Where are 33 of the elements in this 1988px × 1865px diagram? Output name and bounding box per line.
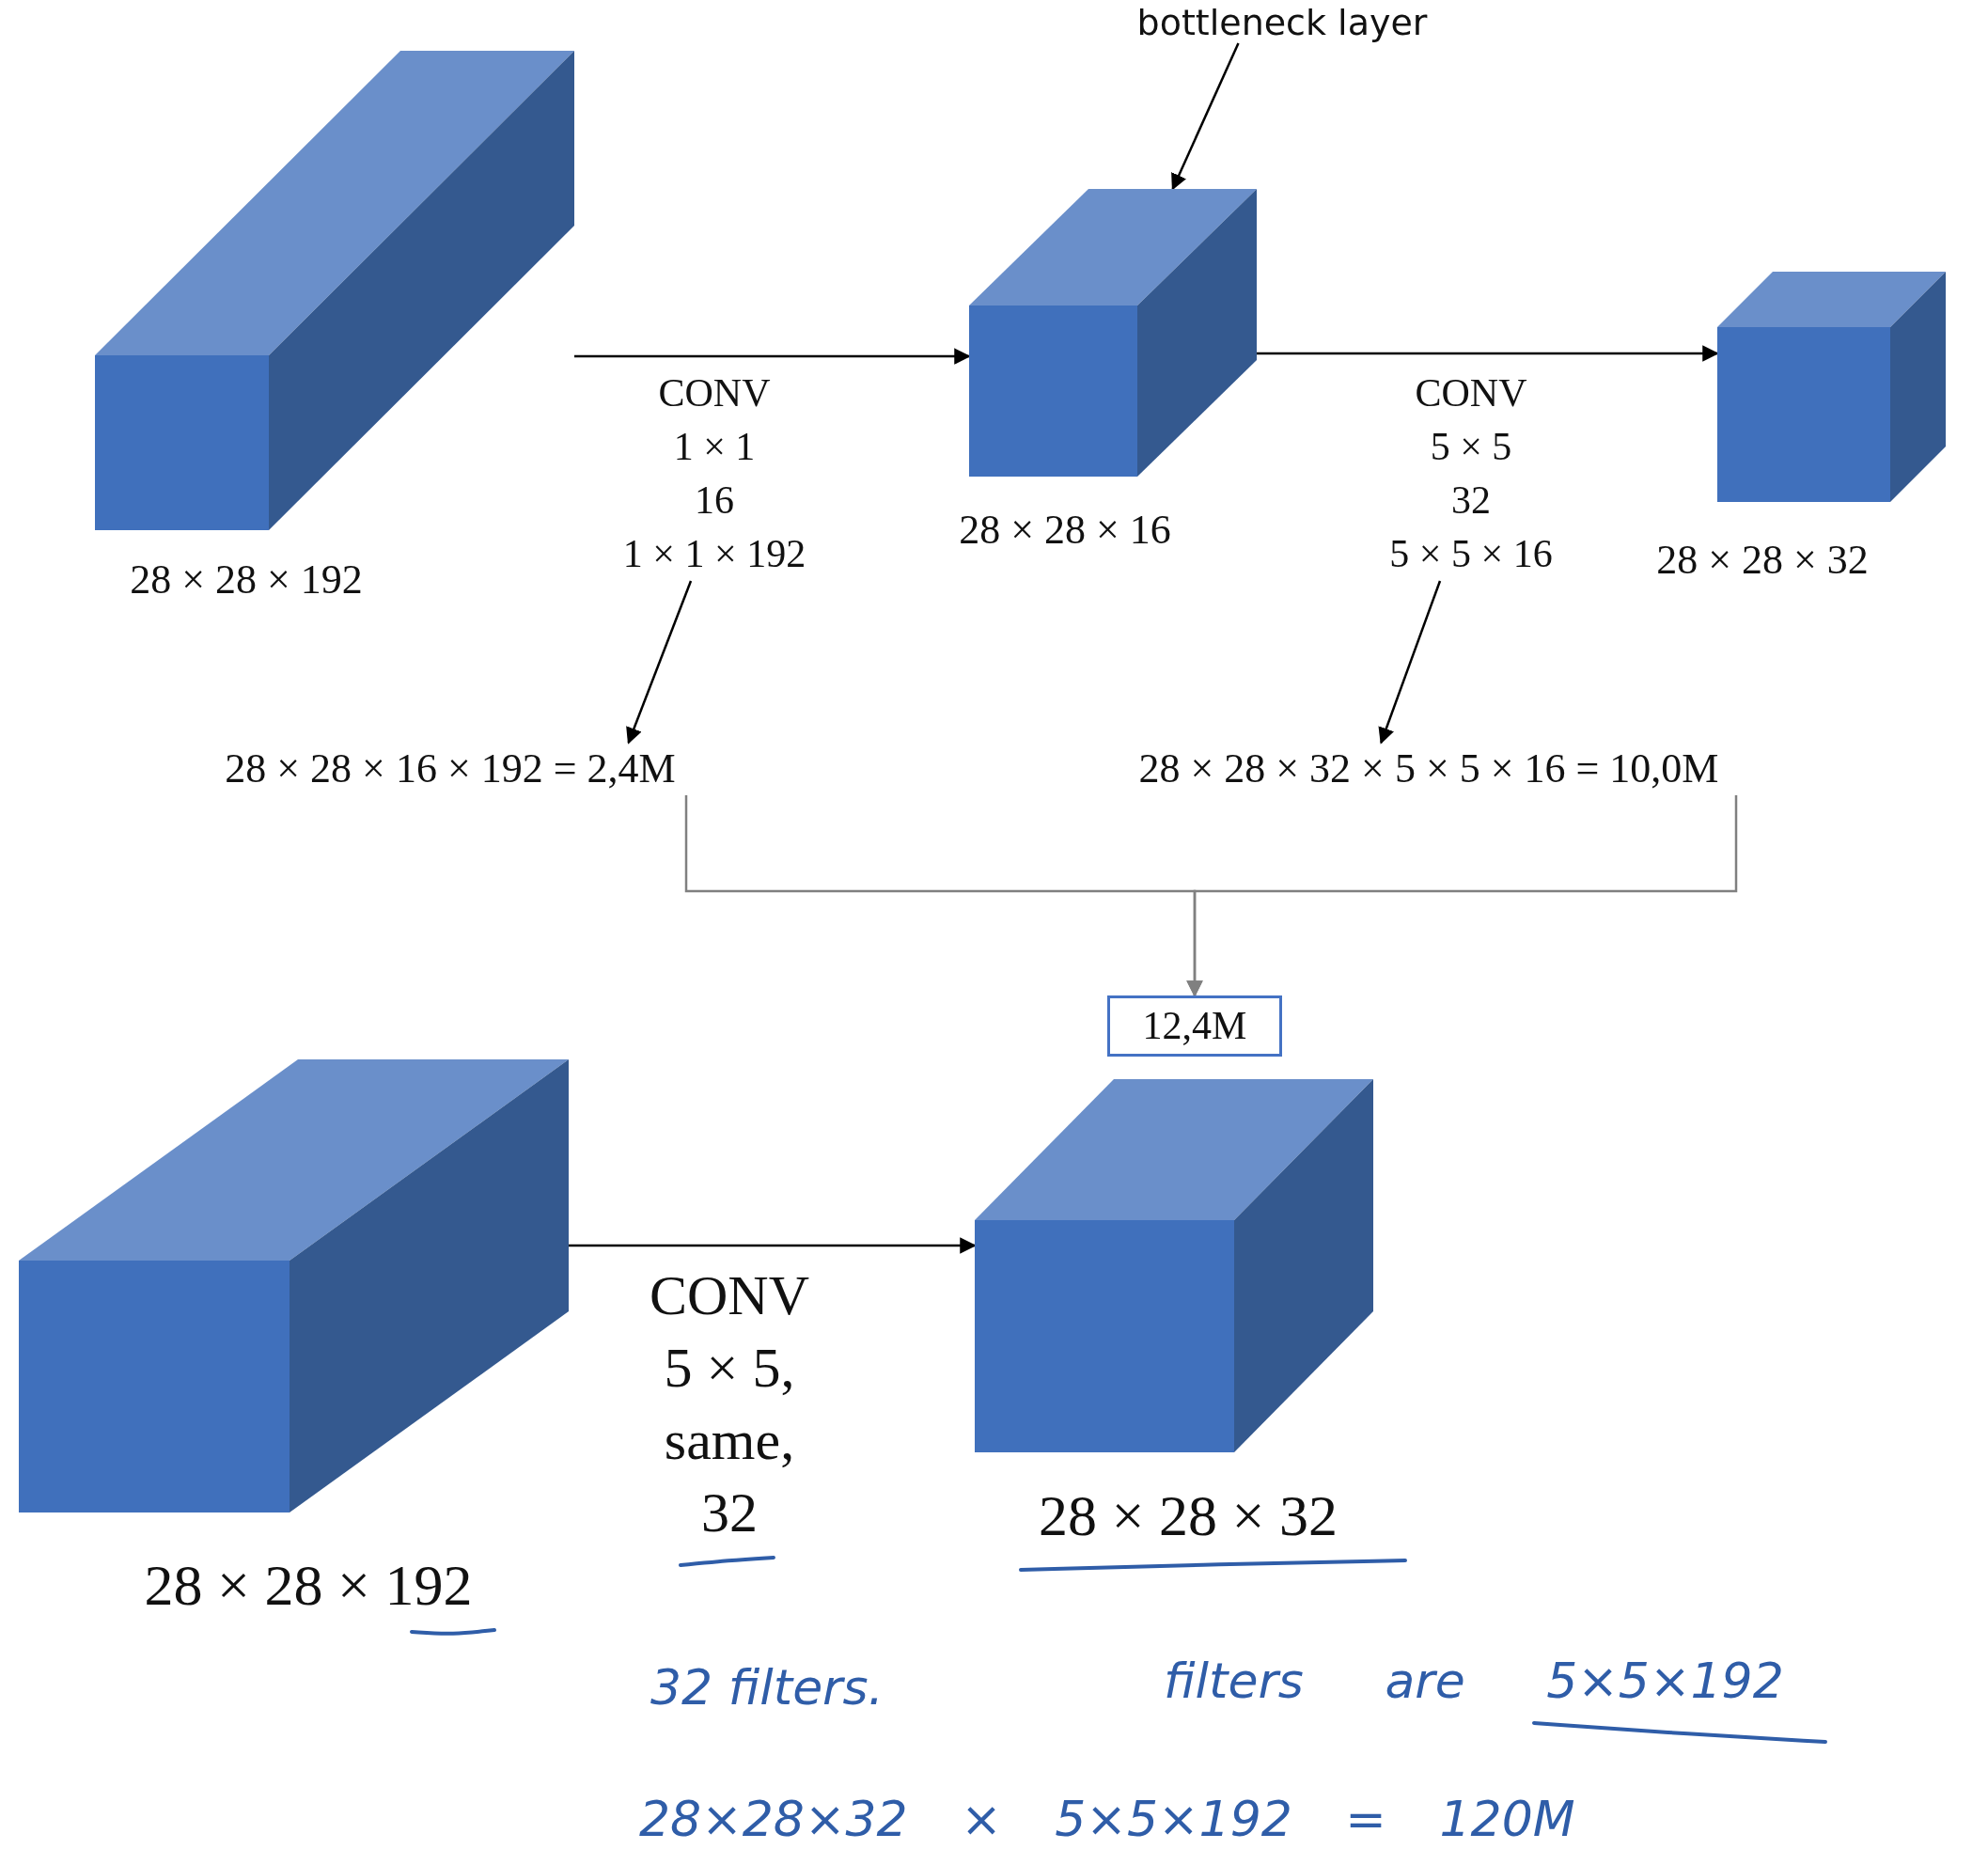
result-box — [1107, 995, 1282, 1057]
annotation-text: bottleneck layer — [1136, 2, 1428, 43]
dimension-label: 28 × 28 × 16 — [959, 505, 1171, 555]
arrow — [1257, 345, 1719, 362]
arrow — [1171, 42, 1240, 191]
formula-text: 28 × 28 × 16 × 192 = 2,4M — [225, 744, 676, 793]
handwritten-note: 32 filters. — [650, 1659, 884, 1716]
formula-text: 1 × 1 × 192 — [622, 531, 806, 577]
formula-text: 28 × 28 × 32 × 5 × 5 × 16 = 10,0M — [1138, 744, 1719, 793]
formula-text: 5 × 5 — [1430, 424, 1512, 470]
arrow — [574, 348, 971, 365]
dimension-label: 28 × 28 × 192 — [144, 1551, 473, 1619]
formula-text: 1 × 1 — [673, 424, 756, 470]
formula-text: CONV — [1415, 370, 1527, 416]
cuboid-block — [975, 1079, 1373, 1452]
arrow — [626, 580, 693, 744]
formula-text: 12,4M — [1142, 1003, 1247, 1049]
formula-text: CONV — [658, 370, 771, 416]
formula-text: 16 — [695, 478, 734, 524]
dimension-label: 28 × 28 × 192 — [130, 555, 363, 604]
arrow — [569, 1237, 977, 1254]
formula-text: 5 × 5 × 16 — [1389, 531, 1553, 577]
formula-text: 32 — [1451, 478, 1491, 524]
cuboid-block — [1717, 272, 1946, 502]
cuboid-block — [969, 189, 1257, 477]
cuboid-block — [19, 1059, 569, 1512]
handwritten-note: 28×28×32 × 5×5×192 = 120M — [639, 1791, 1575, 1847]
cuboid-block — [95, 51, 574, 530]
dimension-label: 28 × 28 × 32 — [1039, 1481, 1338, 1549]
arrow — [1378, 580, 1442, 744]
arrow — [1186, 795, 1738, 997]
handwritten-note: filters are 5×5×192 — [1164, 1653, 1784, 1709]
dimension-label: 28 × 28 × 32 — [1656, 535, 1869, 585]
